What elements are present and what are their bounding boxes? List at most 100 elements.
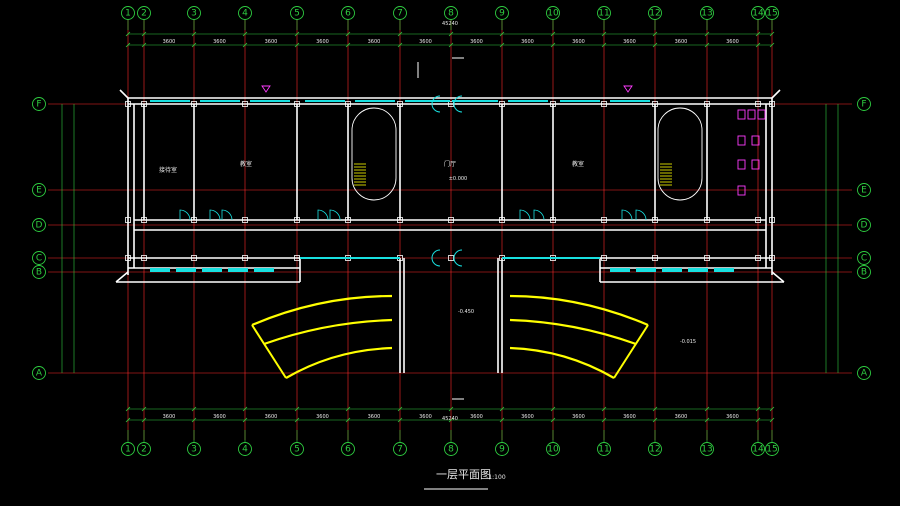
axis-label: 15 bbox=[766, 9, 777, 19]
axis-label: 3 bbox=[191, 9, 197, 19]
axis-label: 8 bbox=[448, 9, 454, 19]
axis-bubble-bottom-3: 3 bbox=[187, 442, 201, 456]
axis-label: 9 bbox=[499, 445, 505, 455]
dim-bay-bottom: 3600 bbox=[726, 414, 739, 420]
axis-bubble-bottom-10: 10 bbox=[546, 442, 560, 456]
axis-bubble-bottom-9: 9 bbox=[495, 442, 509, 456]
axis-label: 6 bbox=[345, 445, 351, 455]
axis-label: F bbox=[861, 100, 866, 110]
axis-bubble-left-F: F bbox=[32, 97, 46, 111]
right-axis-bubbles: F E D CB A bbox=[857, 97, 871, 380]
axis-bubble-top-11: 11 bbox=[597, 6, 611, 20]
room-label-2: 门厅 bbox=[444, 160, 456, 168]
axis-bubble-bottom-13: 13 bbox=[700, 442, 714, 456]
axis-bubble-right-F: F bbox=[857, 97, 871, 111]
axis-bubble-left-B: B bbox=[32, 265, 46, 279]
dim-bay-bottom: 3600 bbox=[316, 414, 329, 420]
axis-bubble-top-14: 14 bbox=[751, 6, 765, 20]
dim-bay-top: 3600 bbox=[368, 39, 381, 45]
axis-bubble-top-1: 1 bbox=[121, 6, 135, 20]
axis-bubble-left-A: A bbox=[32, 366, 46, 380]
axis-bubble-top-9: 9 bbox=[495, 6, 509, 20]
dim-bay-top: 3600 bbox=[419, 39, 432, 45]
axis-label: 5 bbox=[294, 445, 300, 455]
dim-bay-top: 3600 bbox=[163, 39, 176, 45]
axis-bubble-right-C: C bbox=[857, 251, 871, 265]
room-label-0: 接待室 bbox=[159, 166, 177, 174]
dim-bay-top: 3600 bbox=[470, 39, 483, 45]
axis-label: 13 bbox=[701, 445, 712, 455]
axis-label: 2 bbox=[141, 9, 147, 19]
axis-label: 4 bbox=[242, 445, 248, 455]
axis-bubble-top-15: 15 bbox=[765, 6, 779, 20]
axis-bubble-left-E: E bbox=[32, 183, 46, 197]
axis-bubble-bottom-12: 12 bbox=[648, 442, 662, 456]
building-details bbox=[150, 57, 766, 400]
axis-label: 12 bbox=[649, 445, 660, 455]
axis-label: 13 bbox=[701, 9, 712, 19]
drawing-scale: 1:100 bbox=[488, 474, 505, 481]
overall-dimension-top: 45240 bbox=[442, 21, 458, 27]
axis-label: 7 bbox=[397, 9, 403, 19]
axis-label: 7 bbox=[397, 445, 403, 455]
axis-label: 12 bbox=[649, 9, 660, 19]
level-mark-2: -0.015 bbox=[680, 339, 696, 345]
dim-bay-bottom: 3600 bbox=[213, 414, 226, 420]
axis-label: 9 bbox=[499, 9, 505, 19]
left-axis-bubbles: F E D CB A bbox=[32, 97, 46, 380]
dim-bay-bottom: 3600 bbox=[265, 414, 278, 420]
axis-label: 8 bbox=[448, 445, 454, 455]
axis-label: F bbox=[36, 100, 41, 110]
axis-bubble-bottom-5: 5 bbox=[290, 442, 304, 456]
axis-bubble-bottom-2: 2 bbox=[137, 442, 151, 456]
dim-bay-bottom: 3600 bbox=[572, 414, 585, 420]
dim-bay-bottom: 3600 bbox=[521, 414, 534, 420]
axis-label: 10 bbox=[547, 445, 559, 455]
dim-bay-top: 3600 bbox=[726, 39, 739, 45]
axis-bubble-right-A: A bbox=[857, 366, 871, 380]
axis-label: 11 bbox=[598, 445, 609, 455]
axis-bubble-top-3: 3 bbox=[187, 6, 201, 20]
axis-label: C bbox=[36, 254, 42, 264]
axis-label: 1 bbox=[125, 9, 131, 19]
dim-bay-top: 3600 bbox=[623, 39, 636, 45]
axis-bubble-top-8: 8 bbox=[444, 6, 458, 20]
axis-label: 3 bbox=[191, 445, 197, 455]
dim-bay-top: 3600 bbox=[521, 39, 534, 45]
axis-bubble-top-4: 4 bbox=[238, 6, 252, 20]
axis-bubble-bottom-6: 6 bbox=[341, 442, 355, 456]
axis-label: 1 bbox=[125, 445, 131, 455]
axis-bubble-top-2: 2 bbox=[137, 6, 151, 20]
axis-label: 10 bbox=[547, 9, 559, 19]
dim-bay-bottom: 3600 bbox=[163, 414, 176, 420]
axis-bubble-top-7: 7 bbox=[393, 6, 407, 20]
axis-label: E bbox=[861, 186, 867, 196]
axis-label: 11 bbox=[598, 9, 609, 19]
axis-label: 14 bbox=[752, 9, 764, 19]
axis-bubble-right-D: D bbox=[857, 218, 871, 232]
dim-bay-top: 3600 bbox=[265, 39, 278, 45]
axis-label: 5 bbox=[294, 9, 300, 19]
axis-label: 4 bbox=[242, 9, 248, 19]
axis-label: A bbox=[36, 369, 43, 379]
level-mark-1: -0.450 bbox=[458, 309, 474, 315]
dim-bay-top: 3600 bbox=[316, 39, 329, 45]
axis-label: 2 bbox=[141, 445, 147, 455]
axis-label: D bbox=[36, 221, 43, 231]
room-label-1: 教室 bbox=[240, 160, 252, 168]
dim-bay-top: 3600 bbox=[675, 39, 688, 45]
axis-bubble-top-6: 6 bbox=[341, 6, 355, 20]
axis-label: 14 bbox=[752, 445, 764, 455]
axis-bubble-top-13: 13 bbox=[700, 6, 714, 20]
overall-dimension-bottom: 45240 bbox=[442, 416, 458, 422]
dim-bay-bottom: 3600 bbox=[419, 414, 432, 420]
axis-bubble-bottom-1: 1 bbox=[121, 442, 135, 456]
axis-label: B bbox=[861, 268, 867, 278]
stair-arc-right-2 bbox=[509, 318, 637, 346]
walls bbox=[115, 89, 785, 373]
axis-bubble-right-B: B bbox=[857, 265, 871, 279]
dim-bay-top: 3600 bbox=[213, 39, 226, 45]
